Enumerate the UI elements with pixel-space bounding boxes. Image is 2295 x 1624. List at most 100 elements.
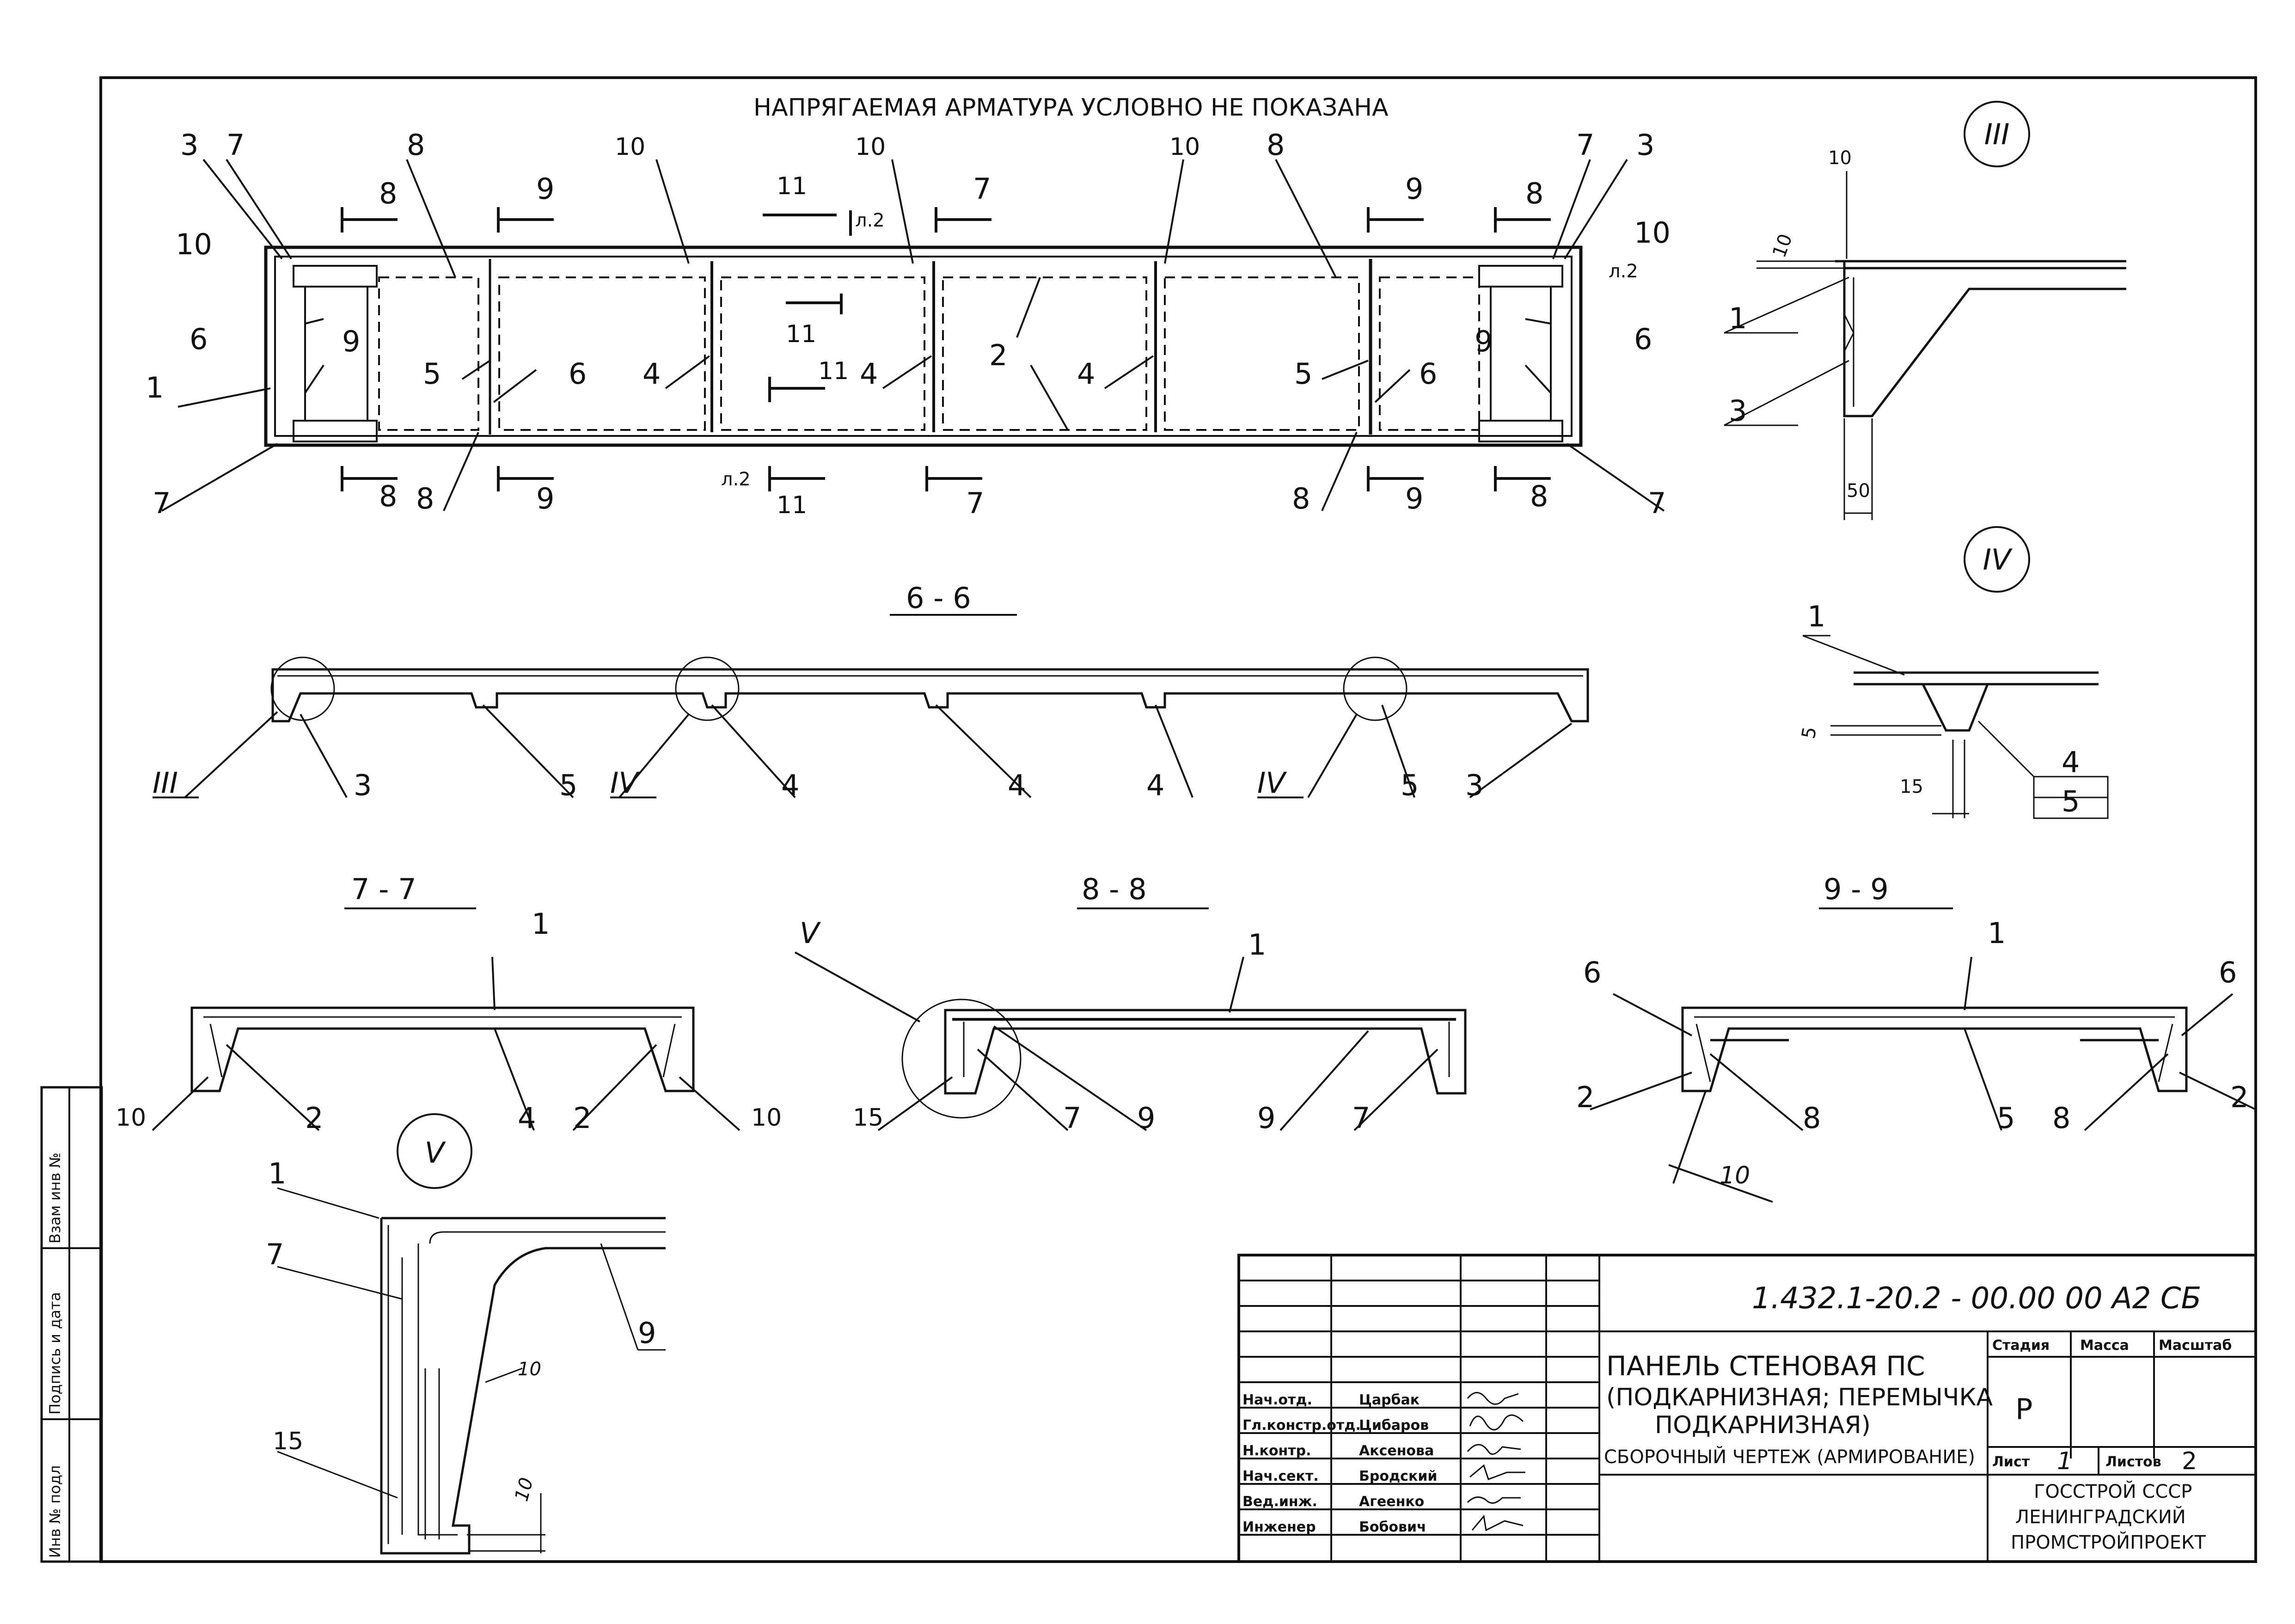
side-10-r: 10 <box>1634 216 1671 250</box>
pl-3-right: 3 <box>1636 128 1654 162</box>
hdr-scale: Масштаб <box>2159 1337 2232 1354</box>
side-6-l: 6 <box>190 322 208 356</box>
s77-2a: 2 <box>305 1101 323 1135</box>
side-6-r: 6 <box>1634 322 1652 356</box>
role-1-name: Царбак <box>1359 1392 1420 1408</box>
pl-8-br: 8 <box>1292 482 1310 515</box>
title-line-3: ПОДКАРНИЗНАЯ) <box>1655 1411 1871 1439</box>
role-5-name: Агеенко <box>1359 1494 1424 1510</box>
cut-8-bl: 8 <box>379 479 397 513</box>
pl-11-a: 11 <box>786 320 816 348</box>
sheets-number: 2 <box>2182 1447 2197 1475</box>
cut-7-b: 7 <box>966 486 984 520</box>
s77-title: 7 - 7 <box>351 872 416 906</box>
pl-2: 2 <box>989 338 1007 372</box>
pl-10-top-a: 10 <box>615 133 645 161</box>
s99-2b: 2 <box>2230 1080 2248 1114</box>
sheet-label: Лист <box>1992 1454 2030 1470</box>
pl-5-l: 5 <box>423 357 441 391</box>
s88-7a: 7 <box>1063 1101 1081 1135</box>
node5-15: 15 <box>273 1428 303 1455</box>
s99-10: 10 <box>1720 1162 1750 1189</box>
node-IV: IV 1 5 15 4 5 <box>1798 526 2109 819</box>
s88-9b: 9 <box>1257 1101 1275 1135</box>
outer-frame <box>99 76 2257 1563</box>
node3-d50: 50 <box>1847 480 1870 502</box>
sheets-label: Листов <box>2105 1454 2161 1470</box>
s77-10b: 10 <box>751 1104 782 1132</box>
hdr-mass: Масса <box>2080 1337 2129 1354</box>
pl-4-c: 4 <box>1077 357 1095 391</box>
pl-10-top-b: 10 <box>855 133 886 161</box>
pl-4-a: 4 <box>643 357 661 391</box>
s66-IVa: IV <box>610 766 640 800</box>
pl-8-top-r: 8 <box>1267 128 1285 162</box>
node4-d5: 5 <box>1798 725 1821 741</box>
node3-1: 1 <box>1729 301 1747 335</box>
role-4: Нач.сект. <box>1242 1468 1319 1484</box>
cut-11-b: 11 <box>777 491 807 519</box>
node5-9: 9 <box>638 1316 656 1350</box>
node-III-label: III <box>1984 117 2010 151</box>
s99-1: 1 <box>1988 916 2006 950</box>
node4-5: 5 <box>2062 784 2080 818</box>
pl-7-br: 7 <box>1648 486 1666 520</box>
pl-11-b: 11 <box>818 357 849 385</box>
s99-8a: 8 <box>1803 1101 1821 1135</box>
node3-3: 3 <box>1729 394 1747 428</box>
cut-l2-t: л.2 <box>855 210 885 231</box>
cut-9-tl: 9 <box>536 172 554 206</box>
title-line-2: (ПОДКАРНИЗНАЯ; ПЕРЕМЫЧКА <box>1606 1384 1993 1411</box>
title-line-1: ПАНЕЛЬ СТЕНОВАЯ ПС <box>1606 1350 1925 1382</box>
role-2: Гл.констр.отд. <box>1242 1417 1361 1434</box>
role-1: Нач.отд. <box>1242 1392 1312 1408</box>
pl-8-top: 8 <box>407 128 425 162</box>
cut-11-t: 11 <box>777 172 807 200</box>
cut-8-tl: 8 <box>379 177 397 210</box>
s66-4b: 4 <box>1008 768 1026 802</box>
node5-d10b: 10 <box>511 1476 538 1504</box>
pl-7-left: 7 <box>226 128 245 162</box>
pl-9-r: 9 <box>1475 325 1493 358</box>
s99-2a: 2 <box>1576 1080 1594 1114</box>
s66-title: 6 - 6 <box>906 581 971 615</box>
s77-1: 1 <box>532 907 550 941</box>
stamp-inv: Инв № подл <box>46 1465 64 1558</box>
stamp-replace: Взам инв № <box>46 1152 64 1244</box>
s77-10a: 10 <box>116 1104 146 1132</box>
node5-7: 7 <box>266 1238 284 1271</box>
side-stamp: Инв № подл Подпись и дата Взам инв № <box>40 1086 103 1563</box>
cut-l2-b: л.2 <box>721 469 751 490</box>
title-block: 1.432.1-20.2 - 00.00 00 А2 СБ ПАНЕЛЬ СТЕ… <box>1237 1254 2257 1563</box>
s88-7b: 7 <box>1352 1101 1370 1135</box>
s99-6a: 6 <box>1583 956 1601 989</box>
pl-9-l: 9 <box>342 325 360 358</box>
node3-d10b: 10 <box>1769 231 1797 261</box>
s99-5: 5 <box>1997 1101 2015 1135</box>
node5-1: 1 <box>268 1157 286 1190</box>
drawing-code: 1.432.1-20.2 - 00.00 00 А2 СБ <box>1752 1281 2201 1316</box>
s66-III: III <box>153 766 178 800</box>
cut-8-br: 8 <box>1530 479 1548 513</box>
section-8-8: 8 - 8 V 1 15 7 9 9 7 <box>795 872 1467 1135</box>
node-III: III 10 10 1 3 50 <box>1724 101 2126 520</box>
pl-7-right: 7 <box>1576 128 1594 162</box>
role-2-name: Цибаров <box>1359 1417 1429 1434</box>
pl-8-bl: 8 <box>416 482 434 515</box>
s66-4a: 4 <box>781 768 799 802</box>
node4-1: 1 <box>1807 600 1825 633</box>
stamp-sign: Подпись и дата <box>46 1292 64 1415</box>
section-6-6: 6 - 6 III 3 5 IV 4 4 4 IV 5 3 <box>153 581 1589 802</box>
pl-1: 1 <box>146 371 164 404</box>
s77-4: 4 <box>518 1101 536 1135</box>
role-4-name: Бродский <box>1359 1468 1437 1484</box>
pl-6-l: 6 <box>569 357 587 391</box>
section-7-7: 7 - 7 1 10 2 4 2 10 <box>116 872 782 1135</box>
pl-3-left: 3 <box>180 128 198 162</box>
cut-9-bl: 9 <box>536 482 554 515</box>
node5-d10a: 10 <box>518 1359 541 1380</box>
node3-d10a: 10 <box>1828 147 1852 169</box>
role-3: Н.контр. <box>1242 1443 1311 1459</box>
hdr-stage: Стадия <box>1992 1337 2050 1354</box>
